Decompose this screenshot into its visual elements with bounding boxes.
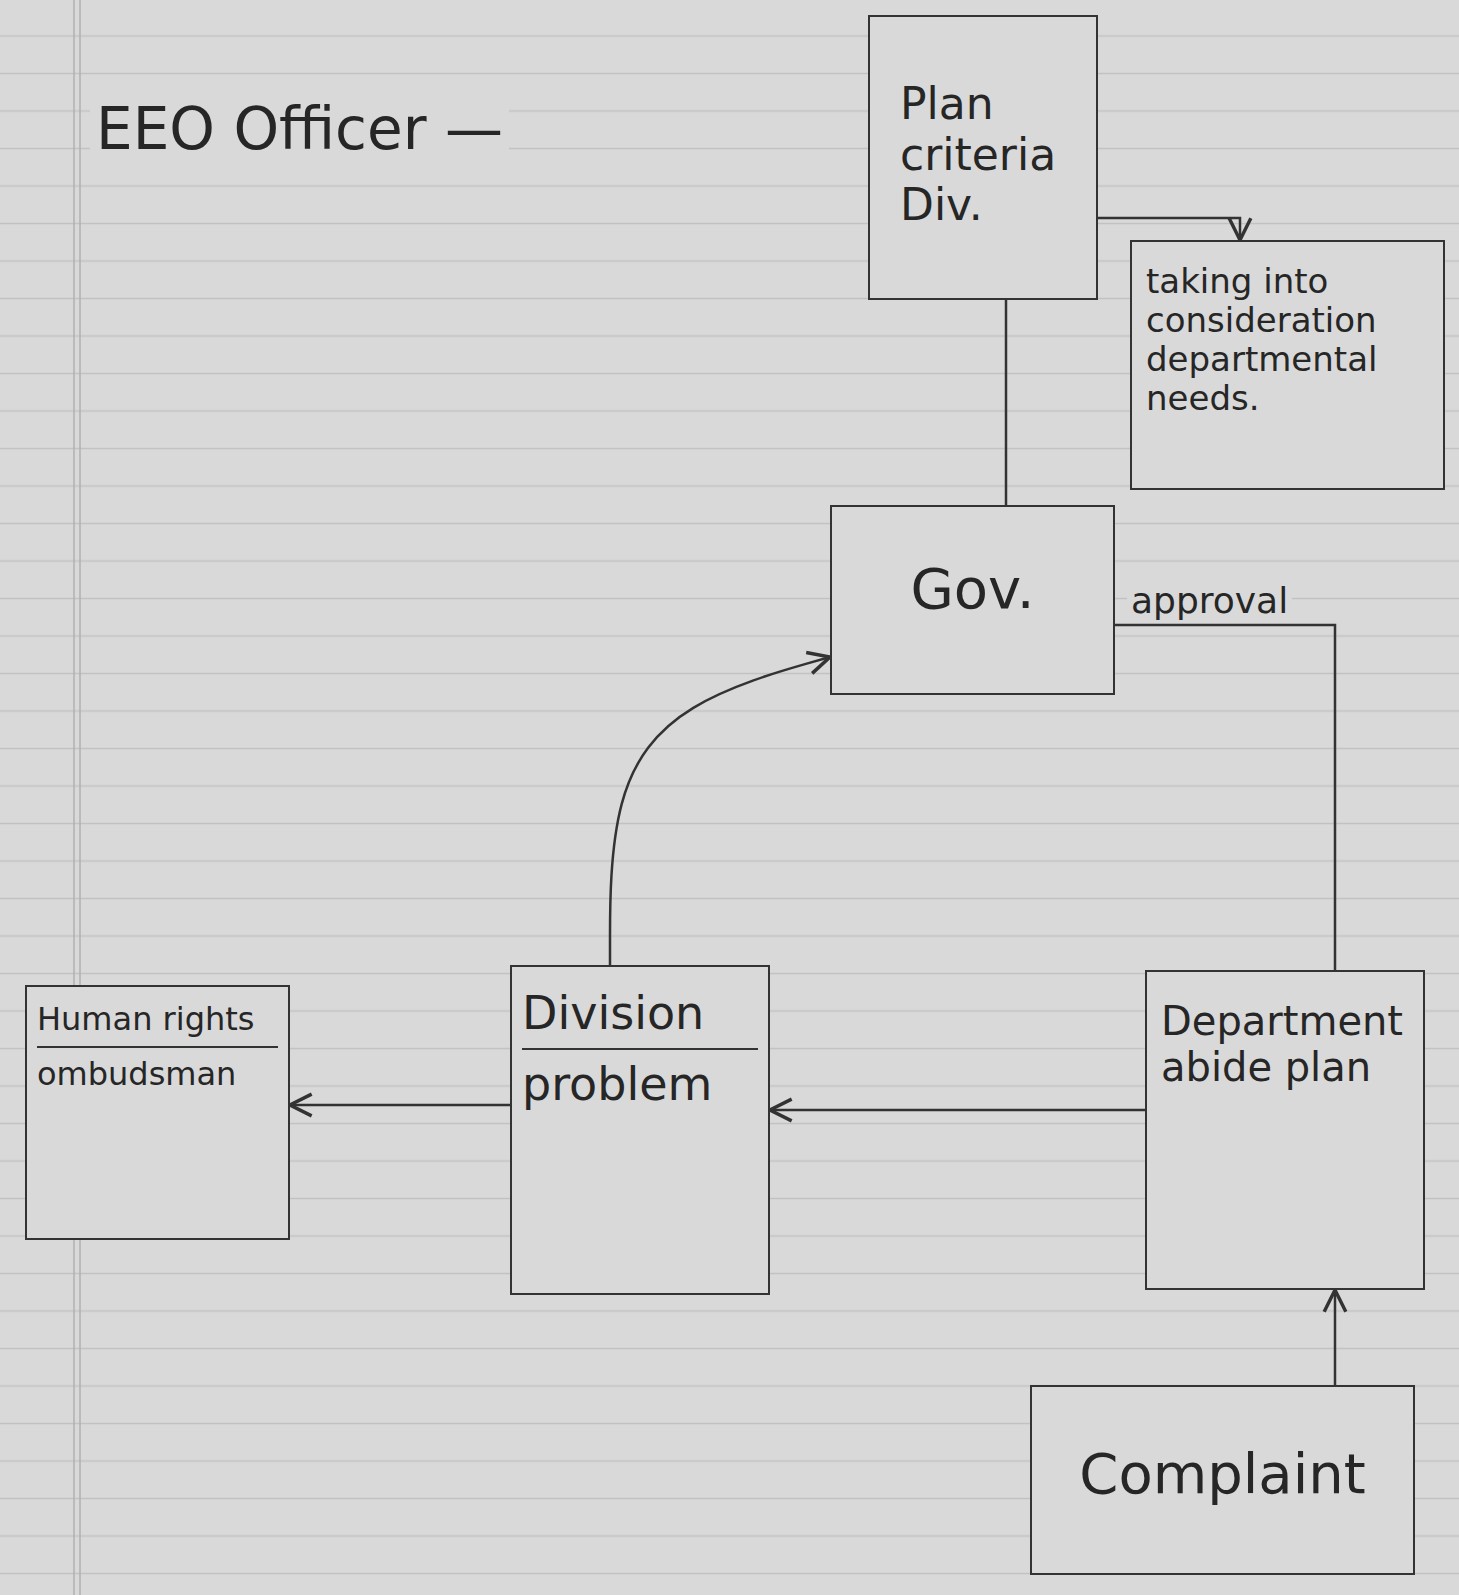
connector: [1005, 300, 1008, 505]
box-heading: taking into consideration departmental n…: [1146, 262, 1433, 418]
box-heading: Complaint: [1042, 1442, 1403, 1506]
box-heading: Division: [522, 987, 758, 1040]
process-box: Department abide plan: [1145, 970, 1425, 1290]
process-box: taking into consideration departmental n…: [1130, 240, 1445, 490]
connector: [1098, 218, 1240, 240]
margin-line: [79, 0, 81, 1595]
box-heading: Plan criteria Div.: [900, 79, 1084, 231]
box-heading: Gov.: [842, 557, 1103, 621]
connector: [290, 1104, 510, 1107]
box-heading: Human rights: [37, 1001, 278, 1038]
box-body: problem: [522, 1048, 758, 1111]
connector: [1115, 625, 1335, 970]
process-box: Gov.: [830, 505, 1115, 695]
process-box: Division problem: [510, 965, 770, 1295]
edge-label: approval: [1127, 580, 1292, 621]
process-box: Plan criteria Div.: [868, 15, 1098, 300]
page-title: EEO Officer —: [90, 95, 509, 163]
connector: [770, 1109, 1145, 1112]
box-heading: Department abide plan: [1161, 998, 1413, 1090]
process-box: Complaint: [1030, 1385, 1415, 1575]
connector: [1334, 1290, 1337, 1385]
connector: [610, 657, 830, 965]
box-body: ombudsman: [37, 1046, 278, 1093]
margin-line: [73, 0, 75, 1595]
process-box: Human rights ombudsman: [25, 985, 290, 1240]
